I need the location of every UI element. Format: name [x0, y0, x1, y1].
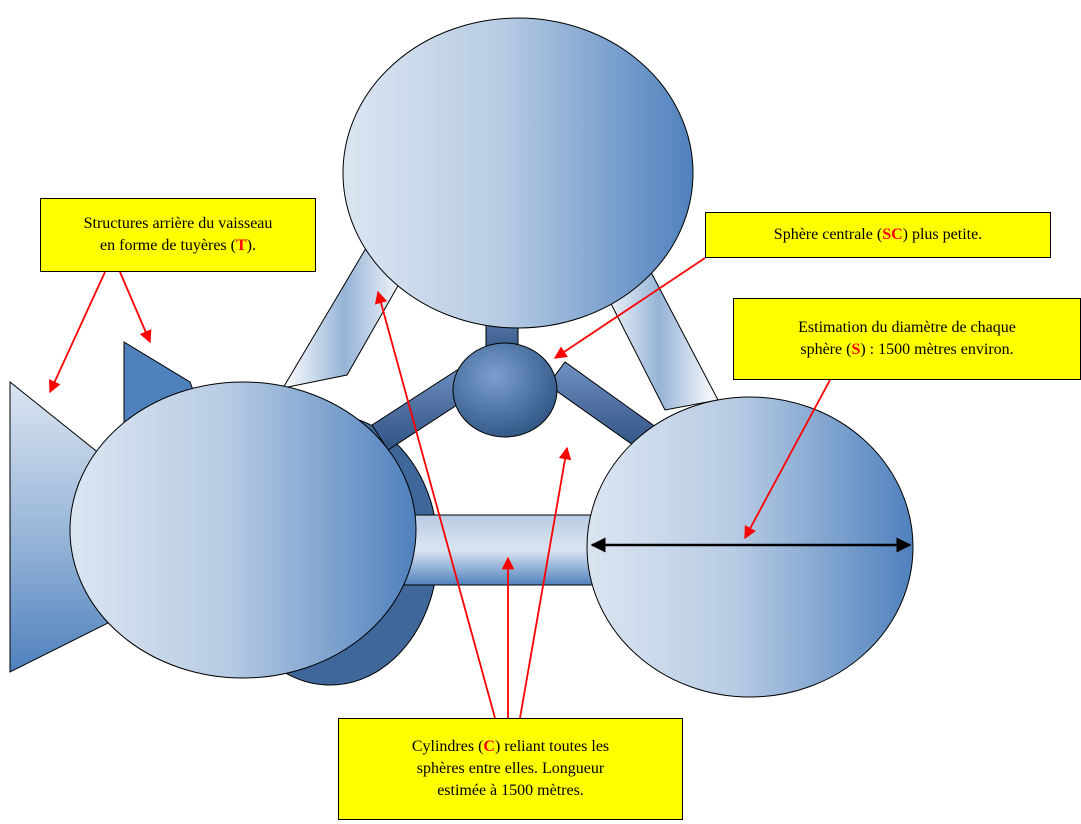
label-cylindres: Cylindres (C) reliant toutes les sphères… [338, 718, 683, 820]
label-cyl-code: C [483, 738, 495, 755]
label-cyl-line2: sphères entre elles. Longueur [416, 760, 605, 777]
label-tuyeres-post: ). [246, 237, 256, 254]
label-tuyeres-code: T [235, 237, 247, 254]
label-diametre-pre: sphère ( [800, 341, 852, 358]
label-diametre-code: S [851, 341, 861, 358]
label-diametre-line2: sphère (S) : 1500 mètres environ. [800, 339, 1013, 361]
label-sc-text: Sphère centrale (SC) plus petite. [774, 224, 982, 246]
label-cyl-line3: estimée à 1500 mètres. [437, 782, 584, 799]
label-tuyeres: Structures arrière du vaisseau en forme … [40, 198, 316, 272]
label-tuyeres-line2: en forme de tuyères (T). [100, 235, 256, 257]
cylinder-bottom [394, 514, 606, 586]
central-sphere [452, 342, 558, 438]
left-sphere [69, 381, 417, 679]
label-diametre-post: ) : 1500 mètres environ. [860, 341, 1014, 358]
arrow-diameter [744, 379, 831, 540]
arrow-central [553, 257, 706, 359]
label-sc-post: ) plus petite. [902, 226, 983, 243]
label-sc-pre: Sphère centrale ( [773, 226, 883, 243]
top-sphere [342, 17, 694, 329]
label-sc-code: SC [882, 226, 903, 243]
label-tuyeres-pre: en forme de tuyères ( [100, 237, 236, 254]
label-sphere-centrale: Sphère centrale (SC) plus petite. [705, 212, 1051, 258]
label-diametre: Estimation du diamètre de chaque sphère … [733, 298, 1081, 380]
label-cyl-post: ) reliant toutes les [494, 738, 610, 755]
label-tuyeres-line1: Structures arrière du vaisseau [83, 215, 273, 232]
label-diametre-line1: Estimation du diamètre de chaque [798, 319, 1016, 336]
arrow-cyl-3 [519, 446, 572, 719]
label-cyl-line1: Cylindres (C) reliant toutes les [412, 736, 609, 758]
arrow-tuyere-2 [119, 271, 152, 344]
arrow-cyl-1 [374, 290, 496, 719]
arrow-tuyere-1 [48, 271, 106, 394]
label-cyl-pre: Cylindres ( [411, 738, 484, 755]
right-sphere [586, 396, 914, 698]
